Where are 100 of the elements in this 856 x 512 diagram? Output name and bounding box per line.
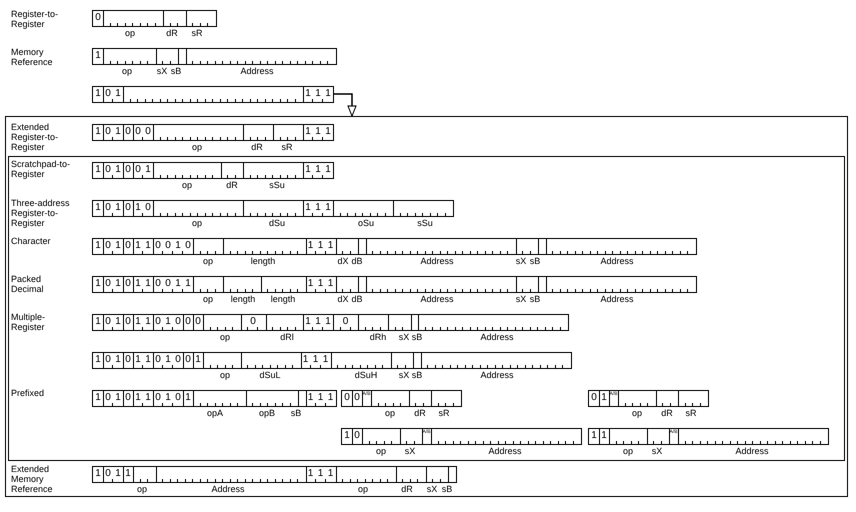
bit-value: 1	[163, 353, 173, 368]
bit-value: 1	[144, 353, 152, 367]
field-label: opA	[207, 408, 223, 418]
bit-value: 1	[306, 391, 316, 406]
bit-value: 0	[153, 239, 163, 254]
group-frame	[8, 156, 845, 461]
bit-value: 0	[103, 87, 113, 102]
format-label: Packed Decimal	[11, 274, 45, 294]
field-label: dSu	[269, 218, 285, 228]
bit-value: 1	[114, 201, 122, 215]
field-label: sB	[442, 484, 452, 494]
bit-value: 1	[316, 467, 326, 482]
group-frame	[5, 116, 848, 497]
field-label: Address	[600, 256, 634, 266]
field-label: Address	[600, 294, 634, 304]
bit-value: 1	[343, 429, 351, 443]
bit-value: 1	[600, 391, 608, 405]
field-label: Address	[480, 332, 514, 342]
field-label: sX	[156, 66, 168, 76]
field-label: op	[203, 256, 213, 266]
bit-value: 1	[326, 467, 334, 481]
bit-value: 1	[94, 467, 102, 481]
bit-value: 0	[124, 239, 132, 253]
bit-value: 0	[184, 239, 192, 253]
bit-value: 0	[103, 201, 113, 216]
format-label: Memory Reference	[11, 47, 54, 67]
bit-value: 1	[114, 315, 122, 329]
bit-value: 0	[163, 277, 173, 292]
bit-field-bar	[92, 124, 334, 141]
field-label: Address	[240, 66, 274, 76]
bit-value: 0	[103, 277, 113, 292]
bit-value: 1	[184, 277, 192, 291]
bit-value: 0	[153, 353, 163, 368]
field-label: dR	[226, 180, 238, 190]
bit-value: 1	[94, 163, 102, 177]
format-label: Three-address Register-to- Register	[11, 198, 71, 228]
field-label: op	[137, 484, 147, 494]
bit-field-bar	[92, 200, 454, 217]
bit-value: 0	[124, 201, 132, 215]
bit-value: 0	[124, 277, 132, 291]
field-label: oSu	[358, 218, 374, 228]
bit-value: 1	[114, 125, 122, 139]
field-label: Address	[488, 446, 522, 456]
bit-value: 1	[173, 239, 183, 254]
bit-field-bar	[92, 390, 336, 407]
field-label: op	[632, 408, 642, 418]
bit-value: 1	[303, 163, 313, 178]
bit-value: 1	[133, 277, 143, 292]
bit-value: 1	[114, 163, 122, 177]
bit-value: 1	[114, 277, 122, 291]
bit-value: 1	[133, 201, 143, 216]
bit-value: 0	[103, 467, 113, 482]
bit-field-bar	[588, 390, 709, 407]
bit-value: 1	[94, 87, 102, 101]
bit-value: 0	[194, 315, 202, 329]
field-label: dR	[251, 142, 263, 152]
bit-value: 0	[174, 315, 182, 329]
field-label: Address	[420, 294, 454, 304]
bit-value: 1	[306, 239, 316, 254]
field-label: op	[192, 142, 202, 152]
field-label: dSuL	[259, 370, 281, 380]
bit-value: 1	[316, 277, 326, 292]
bit-value: 0	[124, 353, 132, 367]
field-label: op	[358, 484, 368, 494]
bit-field-bar	[341, 428, 582, 445]
bit-field-bar	[92, 238, 696, 255]
format-label: Character	[11, 236, 52, 246]
field-label: op	[220, 370, 230, 380]
field-label: op	[122, 66, 132, 76]
field-label: sB	[530, 256, 540, 266]
bit-value: 1	[303, 125, 313, 140]
field-label: dSuH	[354, 370, 378, 380]
bit-value: 0	[124, 391, 132, 405]
bit-value: 1	[114, 467, 122, 481]
field-label: op	[623, 446, 633, 456]
bit-value: 1	[184, 391, 192, 405]
field-label: sR	[438, 408, 450, 418]
bit-value: 0	[174, 353, 182, 367]
bit-value: 1	[163, 391, 173, 406]
field-label: dX	[338, 256, 348, 266]
bit-value: 1	[94, 125, 102, 139]
bit-value: 1	[94, 315, 102, 329]
field-label: Address	[420, 256, 454, 266]
bit-value: 0	[144, 125, 152, 139]
bit-value: 1	[324, 315, 332, 329]
bit-value: 0	[103, 353, 113, 368]
bit-value: 1	[316, 391, 326, 406]
bit-value: 0	[124, 315, 132, 329]
bit-value: 1	[316, 239, 326, 254]
bit-value: 0	[353, 429, 361, 443]
format-label: Prefixed	[11, 388, 46, 398]
bit-value: 0	[103, 391, 113, 406]
field-label: op	[220, 332, 230, 342]
field-label: op	[125, 28, 135, 38]
bit-value: 0	[248, 315, 258, 330]
field-label: sB	[412, 332, 422, 342]
bit-value: 1	[163, 315, 173, 330]
bit-value: 1	[313, 125, 323, 140]
field-label: dRh	[370, 332, 386, 342]
field-label: Address	[480, 370, 514, 380]
